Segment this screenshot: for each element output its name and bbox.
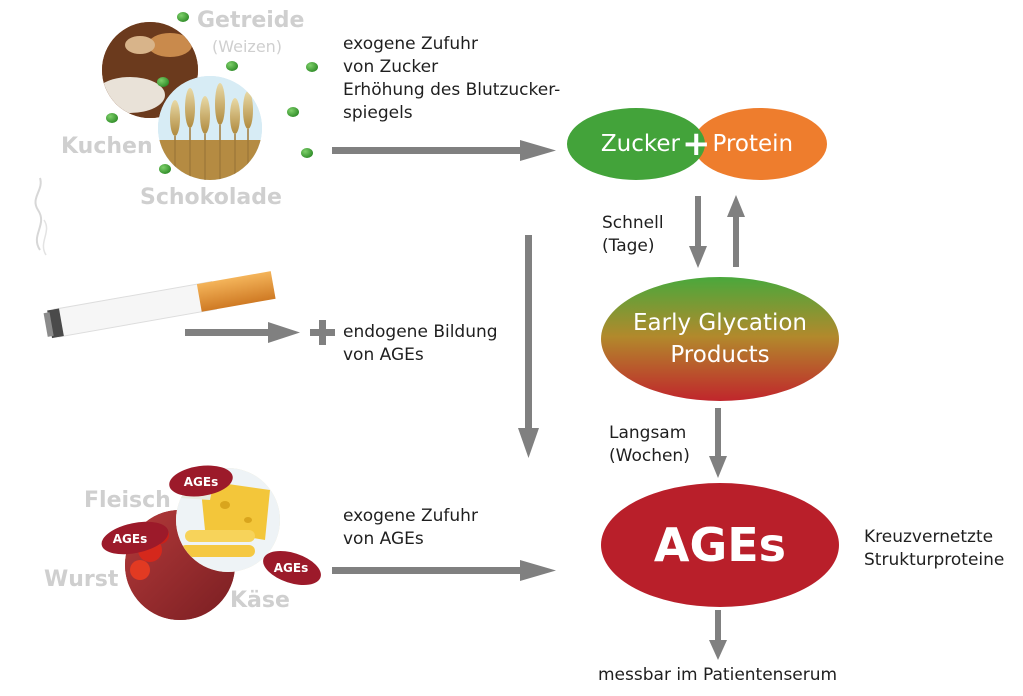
label-kaese: Käse bbox=[230, 588, 290, 613]
ages-node: AGEs bbox=[601, 483, 839, 607]
text-line: (Tage) bbox=[602, 236, 655, 256]
arrow-cigarette-to-plus bbox=[185, 322, 300, 343]
text-line: Kreuzvernetzte bbox=[864, 527, 994, 547]
plus-sign: + bbox=[681, 124, 711, 164]
cigarette-image bbox=[34, 177, 276, 339]
text-slow: Langsam (Wochen) bbox=[609, 422, 690, 468]
svg-text:AGEs: AGEs bbox=[274, 561, 308, 575]
text-line: (Wochen) bbox=[609, 446, 690, 466]
svg-text:AGEs: AGEs bbox=[184, 475, 218, 489]
text-line: exogene Zufuhr bbox=[343, 34, 478, 54]
text-line: endogene Bildung bbox=[343, 322, 498, 342]
text-crosslinked: Kreuzvernetzte Strukturproteine bbox=[864, 526, 1004, 572]
text-line: von AGEs bbox=[343, 529, 424, 549]
text-endogenous: endogene Bildung von AGEs bbox=[343, 321, 498, 367]
ages-label: AGEs bbox=[653, 518, 787, 572]
green-dots bbox=[106, 12, 318, 174]
label-getreide: Getreide bbox=[197, 8, 305, 33]
zucker-protein-label: Zucker + Protein bbox=[567, 108, 827, 180]
text-line: exogene Zufuhr bbox=[343, 506, 478, 526]
arrow-down-center bbox=[518, 235, 539, 458]
arrow-to-serum bbox=[709, 610, 727, 660]
label-schokolade: Schokolade bbox=[140, 185, 282, 210]
label-kuchen: Kuchen bbox=[61, 134, 153, 159]
ages-badge-1: AGEs bbox=[169, 465, 233, 497]
protein-label: Protein bbox=[712, 131, 794, 157]
arrow-slow-down bbox=[709, 408, 727, 478]
text-line: Strukturproteine bbox=[864, 550, 1005, 570]
early-line-1: Early Glycation bbox=[632, 310, 808, 336]
arrow-fast-down bbox=[689, 196, 707, 268]
arrow-sugar-to-protein bbox=[332, 140, 556, 161]
arrow-fast-up bbox=[727, 195, 745, 267]
ages-badge-3: AGEs bbox=[263, 550, 321, 586]
text-fast: Schnell (Tage) bbox=[602, 212, 664, 258]
zucker-label: Zucker bbox=[600, 131, 680, 157]
plus-icon bbox=[310, 320, 335, 345]
text-line: spiegels bbox=[343, 103, 413, 123]
text-line: Schnell bbox=[602, 213, 664, 233]
text-line: Langsam bbox=[609, 423, 687, 443]
svg-text:AGEs: AGEs bbox=[113, 532, 147, 546]
text-line: von AGEs bbox=[343, 345, 424, 365]
text-line: von Zucker bbox=[343, 57, 439, 77]
early-line-2: Products bbox=[670, 342, 770, 368]
label-fleisch: Fleisch bbox=[84, 488, 171, 513]
label-weizen: (Weizen) bbox=[212, 37, 283, 56]
text-measurable: messbar im Patientenserum bbox=[598, 665, 838, 685]
ages-badge-2: AGEs bbox=[101, 521, 169, 555]
arrow-ages-intake bbox=[332, 560, 556, 581]
zucker-node bbox=[567, 108, 705, 180]
text-line: Erhöhung des Blutzucker- bbox=[343, 80, 561, 100]
text-sugar-intake: exogene Zufuhr von Zucker Erhöhung des B… bbox=[343, 33, 560, 125]
protein-node bbox=[693, 108, 827, 180]
text-ages-intake: exogene Zufuhr von AGEs bbox=[343, 505, 478, 551]
early-glycation-node: Early Glycation Products bbox=[601, 277, 839, 401]
wheat-image bbox=[158, 76, 262, 180]
label-wurst: Wurst bbox=[44, 567, 119, 592]
